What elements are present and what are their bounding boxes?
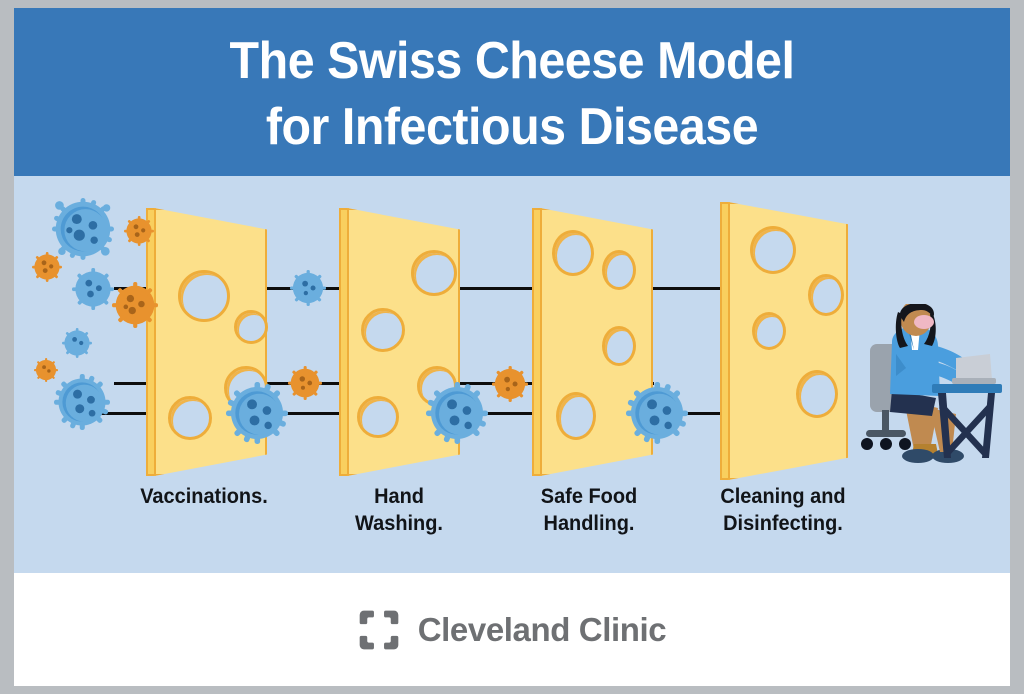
diagram-stage: Vaccinations. Hand Washing. Safe Food Ha… (14, 176, 1010, 573)
page-title: The Swiss Cheese Model for Infectious Di… (229, 32, 795, 157)
layer-4-hole-decor-c (752, 312, 786, 350)
virus-blue-cloud-3 (62, 328, 92, 358)
layer-3-hole-bottom (556, 392, 596, 440)
layer-1-hole-mid-decor (234, 310, 268, 344)
virus-orange-cloud-4 (34, 358, 58, 382)
poster-footer: Cleveland Clinic (14, 573, 1010, 686)
virus-orange-cloud-1 (124, 216, 154, 246)
virus-blue-bottom-after-layer-2 (426, 382, 488, 444)
virus-blue-blocked-top-layer-2 (290, 270, 326, 306)
layer-1-hole-bottom (168, 396, 212, 440)
layer-4-hole-decor-a (750, 226, 796, 274)
infographic-poster: The Swiss Cheese Model for Infectious Di… (14, 8, 1010, 686)
virus-blue-cloud-1 (52, 198, 114, 260)
virus-blue-after-layer-1-bottom (226, 382, 288, 444)
virus-orange-middle-after-layer-1 (288, 366, 322, 400)
layer-4-caption: Cleaning and Disinfecting. (720, 485, 846, 535)
layer-2-hole-decor-b (361, 308, 405, 352)
layer-3-hole-decor-a (552, 230, 594, 276)
layer-2-hole-decor-a (411, 250, 457, 296)
cleveland-clinic-logo-mark-icon (358, 609, 400, 651)
layer-2-hole-bottom (357, 396, 399, 438)
layer-3-caption: Safe Food Handling. (540, 485, 638, 535)
layer-3-hole-decor-b (602, 250, 636, 290)
brand-logo: Cleveland Clinic (14, 573, 1010, 686)
virus-blue-cloud-4 (54, 374, 110, 430)
layer-3-hole-decor-c (602, 326, 636, 366)
layer-3-cheese-slice (532, 208, 653, 476)
virus-orange-cloud-3 (112, 282, 158, 328)
layer-1-hole-top (178, 270, 230, 322)
virus-orange-cloud-2 (32, 252, 62, 282)
virus-blue-cloud-2 (72, 268, 114, 310)
poster-header: The Swiss Cheese Model for Infectious Di… (14, 8, 1010, 176)
layer-4-hole-decor-b (808, 274, 844, 316)
layer-4-hole-decor-d (796, 370, 838, 418)
layer-1-caption: Vaccinations. (140, 485, 268, 508)
brand-name: Cleveland Clinic (417, 610, 667, 648)
person-at-desk-illustration (861, 304, 1002, 463)
layer-2-caption: Hand Washing. (355, 485, 443, 535)
virus-orange-blocked-middle-layer-3 (492, 366, 528, 402)
layer-4-cheese-slice (720, 202, 848, 480)
virus-blue-blocked-bottom-layer-4 (626, 382, 688, 444)
